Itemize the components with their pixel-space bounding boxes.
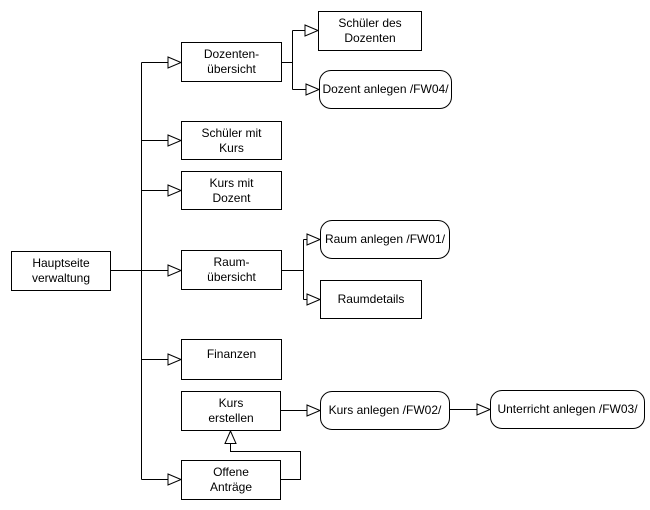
open-arrowhead-icon: [167, 134, 183, 147]
node-kurs-mit-dozent: Kurs mit Dozent: [181, 171, 282, 210]
node-raumdetails: Raumdetails: [320, 280, 422, 319]
open-arrowhead-icon: [476, 403, 492, 416]
open-arrowhead-icon: [167, 264, 183, 277]
open-arrowhead-icon: [305, 83, 321, 96]
node-kurs-erstellen: Kurs erstellen: [181, 391, 281, 431]
open-arrowhead-icon: [167, 56, 183, 69]
node-schueler-mit-kurs: Schüler mit Kurs: [181, 121, 282, 160]
connector-trunk-kurs-mit-dozent: [141, 184, 183, 197]
open-arrowhead-icon: [306, 233, 322, 246]
node-offene-antraege: Offene Anträge: [181, 460, 281, 500]
open-arrowhead-icon: [306, 404, 322, 417]
connector-trunk-dozenten-uebersicht: [141, 56, 183, 69]
open-arrowhead-icon: [224, 429, 237, 444]
connector-dozenten-uebersicht-children: [282, 24, 321, 96]
connector-trunk-offene-antraege: [141, 473, 183, 486]
connector-raum-uebersicht-children: [282, 233, 322, 306]
open-arrowhead-icon: [167, 353, 183, 366]
node-kurs-anlegen-fw02: Kurs anlegen /FW02/: [320, 391, 450, 430]
connector-trunk-finanzen: [141, 353, 183, 366]
open-arrowhead-icon: [167, 184, 183, 197]
node-finanzen: Finanzen: [181, 339, 282, 380]
open-arrowhead-icon: [304, 24, 320, 37]
open-arrowhead-icon: [167, 473, 183, 486]
node-raum-uebersicht: Raum- übersicht: [181, 250, 282, 290]
node-schueler-des-dozenten: Schüler des Dozenten: [318, 11, 422, 51]
connector-kurs-erstellen-kurs-anlegen: [281, 404, 322, 417]
node-raum-anlegen-fw01: Raum anlegen /FW01/: [320, 220, 450, 259]
connector-trunk-schueler-mit-kurs: [141, 134, 183, 147]
node-unterricht-anlegen-fw03: Unterricht anlegen /FW03/: [490, 390, 645, 429]
connector-offene-antraege-kurs-erstellen: [224, 429, 301, 480]
node-hauptseite-verwaltung: Hauptseite verwaltung: [11, 251, 111, 291]
open-arrowhead-icon: [306, 293, 322, 306]
node-dozent-anlegen-fw04: Dozent anlegen /FW04/: [319, 70, 452, 109]
connector-hauptseite-raum-uebersicht: [111, 264, 183, 277]
connector-kurs-anlegen-unterricht-anlegen: [450, 403, 492, 416]
node-dozenten-uebersicht: Dozenten- übersicht: [181, 42, 282, 82]
